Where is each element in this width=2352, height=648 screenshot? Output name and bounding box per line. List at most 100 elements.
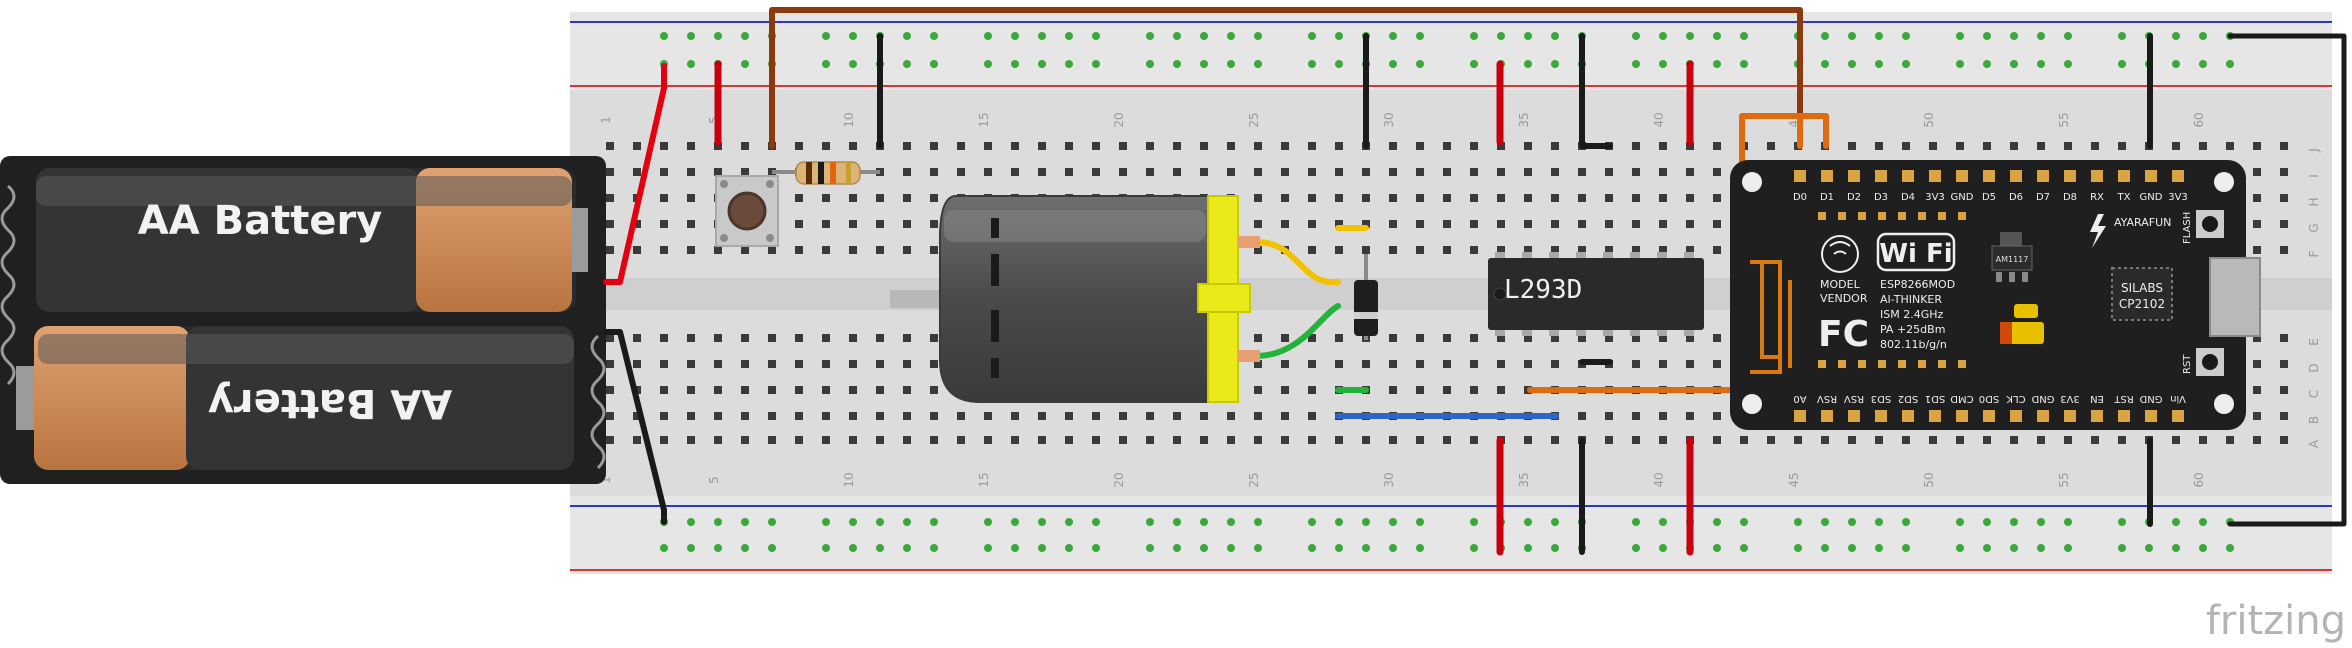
breadboard-hole	[1497, 194, 1505, 202]
nodemcu-pin-label: EN	[2090, 393, 2104, 404]
breadboard-hole	[1389, 168, 1397, 176]
fritzing-watermark: fritzing	[2206, 598, 2346, 644]
battery-spring-right	[590, 334, 606, 470]
nodemcu-pin	[1929, 170, 1941, 182]
breadboard-hole	[1281, 360, 1289, 368]
breadboard-hole	[903, 360, 911, 368]
battery-cell-bottom: AA Battery	[16, 326, 574, 470]
breadboard-hole	[1578, 220, 1586, 228]
rail-hole	[1011, 32, 1019, 40]
nodemcu-pin	[1848, 170, 1860, 182]
rail-hole	[1173, 60, 1181, 68]
fcc-logo: FC	[1818, 314, 1869, 355]
resistor	[772, 161, 880, 185]
breadboard-hole	[2064, 436, 2072, 444]
breadboard-hole	[1551, 334, 1559, 342]
column-number-bottom: 15	[977, 472, 991, 487]
breadboard-hole	[1713, 168, 1721, 176]
nodemcu-pin	[1821, 410, 1833, 422]
rail-hole	[1956, 544, 1964, 552]
breadboard-hole	[1227, 142, 1235, 150]
breadboard-hole	[903, 168, 911, 176]
breadboard-hole	[1470, 436, 1478, 444]
esp-module-line: AI-THINKER	[1880, 293, 1942, 306]
breadboard-hole	[1713, 220, 1721, 228]
breadboard-hole	[930, 334, 938, 342]
breadboard-hole	[1146, 412, 1154, 420]
column-number-bottom: 35	[1517, 472, 1531, 487]
regulator-label: AM1117	[1996, 255, 2029, 264]
breadboard-hole	[2253, 412, 2261, 420]
breadboard-hole	[1119, 436, 1127, 444]
breadboard-hole	[2253, 386, 2261, 394]
breadboard-hole	[1281, 194, 1289, 202]
nodemcu-pin	[2037, 170, 2049, 182]
rail-hole	[1227, 32, 1235, 40]
breadboard-hole	[1713, 334, 1721, 342]
breadboard-hole	[2253, 194, 2261, 202]
breadboard-hole	[984, 168, 992, 176]
breadboard-hole	[1416, 220, 1424, 228]
ic-pin	[1684, 328, 1694, 336]
breadboard-hole	[2199, 142, 2207, 150]
breadboard-hole	[930, 194, 938, 202]
breadboard-hole	[1119, 168, 1127, 176]
ic-pin	[1657, 252, 1667, 260]
breadboard-hole	[687, 412, 695, 420]
breadboard-hole	[714, 142, 722, 150]
breadboard-hole	[1524, 436, 1532, 444]
nodemcu-pin	[1821, 170, 1833, 182]
rail-hole	[1875, 60, 1883, 68]
nodemcu-pin	[2118, 410, 2130, 422]
push-button-cap	[727, 191, 767, 231]
ic-pin	[1549, 328, 1559, 336]
breadboard-hole	[1254, 194, 1262, 202]
column-labels: 1155101015152020252530303535404045455050…	[599, 112, 2206, 487]
rail-hole	[1011, 544, 1019, 552]
wire-battery-negative	[603, 329, 667, 525]
breadboard-hole	[1983, 436, 1991, 444]
rail-hole	[984, 544, 992, 552]
nodemcu-pin-label: D7	[2036, 192, 2050, 203]
breadboard-hole	[1443, 194, 1451, 202]
rail-hole	[1092, 60, 1100, 68]
breadboard-hole	[1335, 142, 1343, 150]
rail-hole	[2010, 32, 2018, 40]
rail-hole	[1983, 32, 1991, 40]
vendor-label: VENDOR	[1820, 292, 1868, 305]
breadboard-hole	[822, 194, 830, 202]
breadboard-hole	[1443, 220, 1451, 228]
rail-hole	[1875, 32, 1883, 40]
column-number-top: 20	[1112, 112, 1126, 127]
breadboard-hole	[1065, 412, 1073, 420]
breadboard-hole	[768, 436, 776, 444]
breadboard-hole	[1389, 194, 1397, 202]
rail-hole	[1740, 32, 1748, 40]
breadboard-hole	[1713, 360, 1721, 368]
nodemcu-pin-label: SD0	[1979, 393, 1999, 404]
rail-hole	[1011, 518, 1019, 526]
nodemcu-pin-label: Vin	[2170, 393, 2186, 404]
breadboard-hole	[1362, 168, 1370, 176]
breadboard-hole	[930, 220, 938, 228]
breadboard-hole	[849, 142, 857, 150]
breadboard-hole	[1308, 334, 1316, 342]
breadboard-hole	[1524, 220, 1532, 228]
rail-hole	[1956, 518, 1964, 526]
rail-hole	[1200, 60, 1208, 68]
column-number-top: 35	[1517, 112, 1531, 127]
rail-hole	[741, 60, 749, 68]
breadboard-hole	[714, 436, 722, 444]
rail-hole	[1470, 60, 1478, 68]
breadboard-hole	[1227, 436, 1235, 444]
column-number-bottom: 25	[1247, 472, 1261, 487]
row-letter: A	[2307, 439, 2321, 448]
breadboard-hole	[2118, 436, 2126, 444]
row-letter: F	[2307, 250, 2321, 257]
rail-hole	[2010, 544, 2018, 552]
motor-shaft	[890, 290, 942, 308]
breadboard-hole	[822, 412, 830, 420]
breadboard-hole	[795, 334, 803, 342]
breadboard-hole	[660, 246, 668, 254]
nodemcu-pin-label: GND	[2031, 393, 2054, 404]
